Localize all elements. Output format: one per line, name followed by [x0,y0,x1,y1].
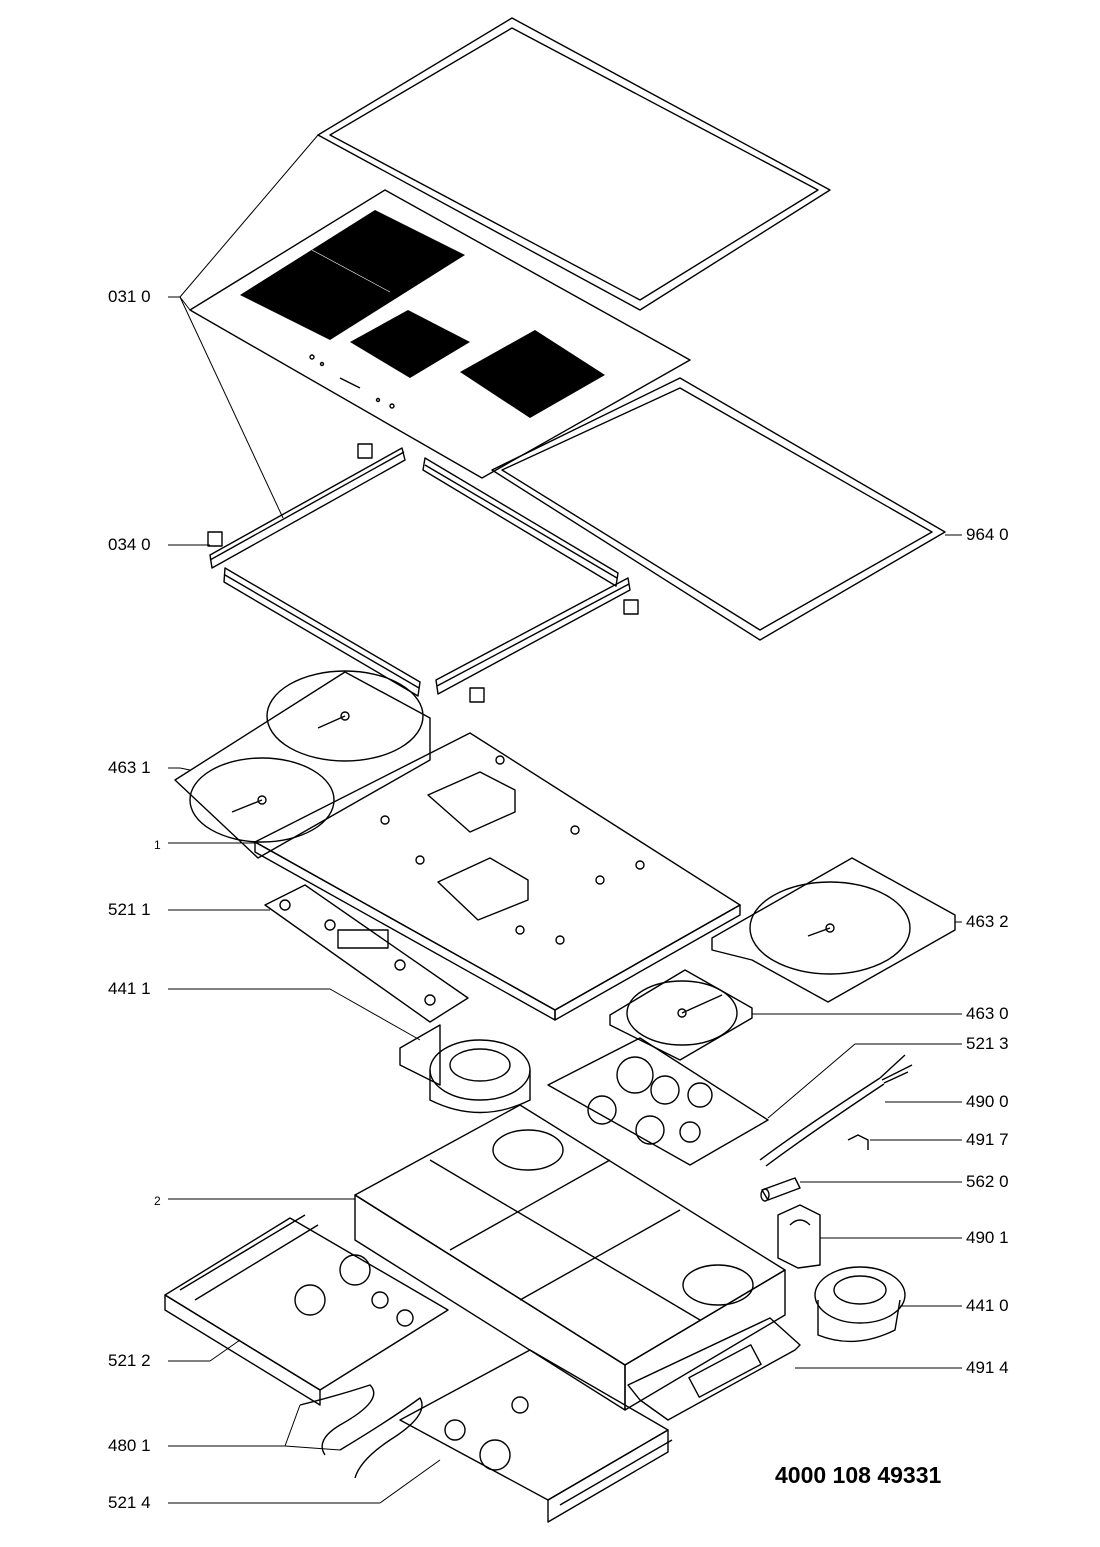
part-label-521-3: 521 3 [966,1034,1009,1053]
wire-harness-480-1 [299,1384,423,1479]
part-label-441-0: 441 0 [966,1296,1009,1315]
part-label-521-4: 521 4 [108,1493,151,1512]
part-label-463-2: 463 2 [966,912,1009,931]
side-rails-034-0 [207,443,639,703]
induction-coil-plate-463-1 [174,670,431,859]
part-label-521-2: 521 2 [108,1351,151,1370]
leader-lines [168,134,962,1504]
fan-441-1 [399,1024,531,1114]
control-pcb-521-1 [264,884,469,1023]
power-cable-490-0 [759,1054,913,1167]
part-label-480-1: 480 1 [108,1436,151,1455]
glass-seal-frame-031-0 [317,17,831,311]
gasket-964-0 [491,377,946,641]
part-label-964-0: 964 0 [966,525,1009,544]
clip-491-7 [847,1134,869,1150]
part-label-463-0: 463 0 [966,1004,1009,1023]
cover-plate-491-4 [627,1317,801,1421]
part-label-490-1: 490 1 [966,1228,1009,1247]
part-label-491-7: 491 7 [966,1130,1009,1149]
part-label-491-4: 491 4 [966,1358,1009,1377]
support-plate-1 [254,732,741,1021]
cable-holder-490-1 [777,1204,821,1269]
induction-coil-plate-463-0 [609,969,753,1061]
document-number: 4000 108 49331 [775,1462,942,1488]
heatsink-pcb-521-2 [164,1214,449,1406]
ceramic-glass-top [189,189,691,479]
part-label-441-1: 441 1 [108,979,151,998]
part-label-463-1: 463 1 [108,758,151,777]
heatsink-pcb-521-4 [399,1349,673,1523]
bottom-housing-2 [354,1104,786,1411]
fan-441-0 [814,1266,906,1343]
part-label-031-0: 031 0 [108,287,151,306]
part-label-034-0: 034 0 [108,535,151,554]
part-label-2: 2 [154,1194,161,1208]
fuse-562-0 [760,1177,801,1202]
part-label-1: 1 [154,838,161,852]
power-pcb-521-3 [547,1037,769,1166]
part-label-521-1: 521 1 [108,900,151,919]
part-label-490-0: 490 0 [966,1092,1009,1111]
part-label-562-0: 562 0 [966,1172,1009,1191]
induction-coil-plate-463-2 [711,857,956,1003]
